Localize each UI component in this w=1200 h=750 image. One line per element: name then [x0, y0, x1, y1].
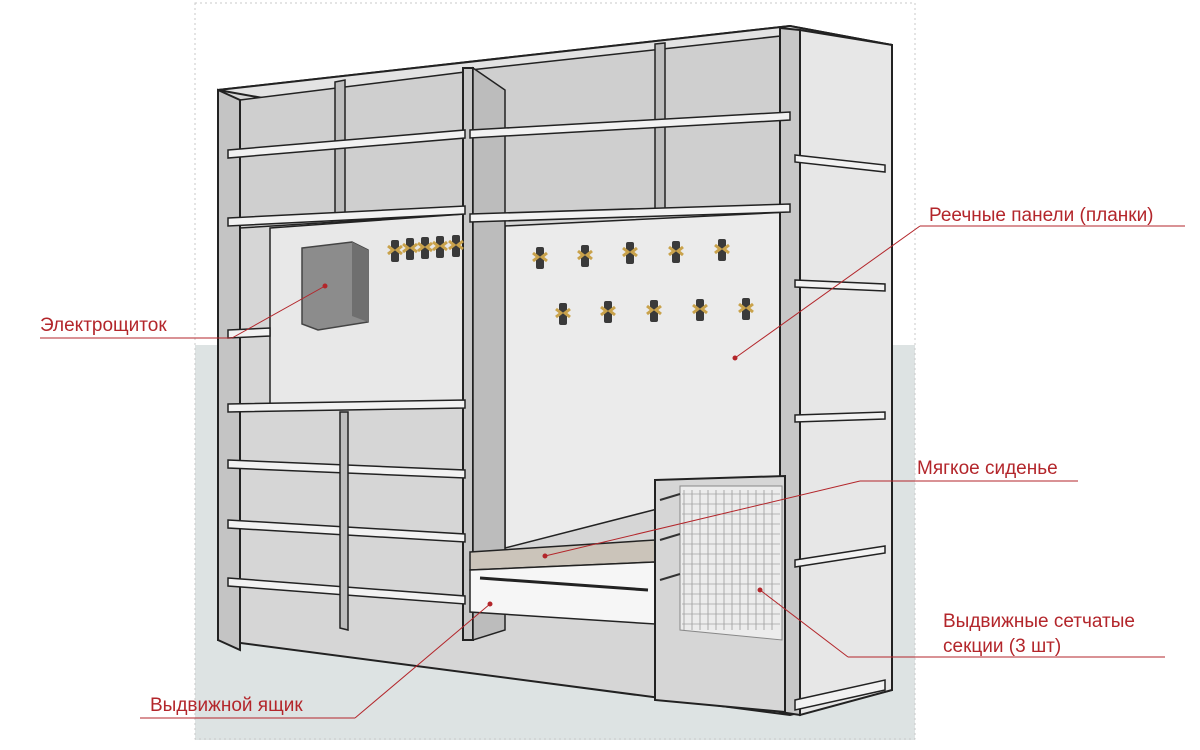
shelf-narrow-1 [227, 327, 271, 339]
label-mesh-line2: секции (3 шт) [943, 636, 1061, 657]
coat-hook-icon [714, 239, 730, 261]
coat-hook-icon [577, 245, 593, 267]
label-soft-seat: Мягкое сиденье [917, 458, 1058, 479]
coat-hook-icon [600, 301, 616, 323]
basket-runner [659, 533, 681, 541]
leader-slat-dot [732, 355, 738, 361]
basket-runner [659, 493, 681, 501]
leader-seat [544, 480, 861, 557]
shelf-upper-right-1 [469, 111, 791, 139]
coat-hook-icon [692, 299, 708, 321]
leader-slat [734, 225, 921, 359]
label-slat-panels: Реечные панели (планки) [929, 205, 1154, 226]
end-shelf-4 [794, 545, 886, 568]
coat-hooks [387, 235, 754, 325]
label-drawer: Выдвижной ящик [150, 695, 303, 716]
shelf-upper-left-1 [227, 129, 466, 159]
coat-hook-icon [532, 247, 548, 269]
coat-hook-icon [738, 298, 754, 320]
end-shelf-1 [794, 154, 886, 173]
drawer-handle [479, 576, 649, 592]
coat-hook-icon [417, 237, 433, 259]
leader-mesh [759, 589, 849, 658]
coat-hook-icon [668, 241, 684, 263]
end-shelf-3 [794, 411, 886, 423]
leader-drawer-dot [487, 601, 493, 607]
coat-hook-icon [448, 235, 464, 257]
end-shelf-base [794, 679, 886, 711]
shelf-upper-right-2 [469, 203, 791, 223]
central-post-side [472, 66, 506, 642]
leader-elec [231, 285, 326, 339]
coat-hook-icon [646, 300, 662, 322]
leader-seat-dot [542, 553, 548, 559]
coat-hook-icon [387, 240, 403, 262]
coat-hook-icon [432, 236, 448, 258]
left-side [217, 88, 241, 652]
shelf-upper-left-2 [227, 205, 466, 227]
mesh-grid [659, 490, 780, 630]
shelf-lower-1 [227, 399, 466, 413]
divider-upper-1 [334, 79, 346, 221]
end-shelf-2 [794, 279, 886, 292]
end-side-panel [799, 28, 893, 717]
electrical-panel-side [352, 242, 368, 322]
mesh-baskets [679, 485, 783, 641]
leader-mesh-dot [757, 587, 763, 593]
drawing-frame [194, 2, 916, 740]
coat-hook-icon [622, 242, 638, 264]
basket-runner [659, 573, 681, 581]
coat-hook-icon [402, 238, 418, 260]
label-electrical-panel: Электрощиток [40, 315, 167, 336]
leader-drawer [354, 603, 491, 719]
label-mesh-line1: Выдвижные сетчатые [943, 611, 1135, 632]
leader-elec-dot [322, 283, 328, 289]
divider-lower [339, 411, 349, 631]
coat-hook-icon [555, 303, 571, 325]
